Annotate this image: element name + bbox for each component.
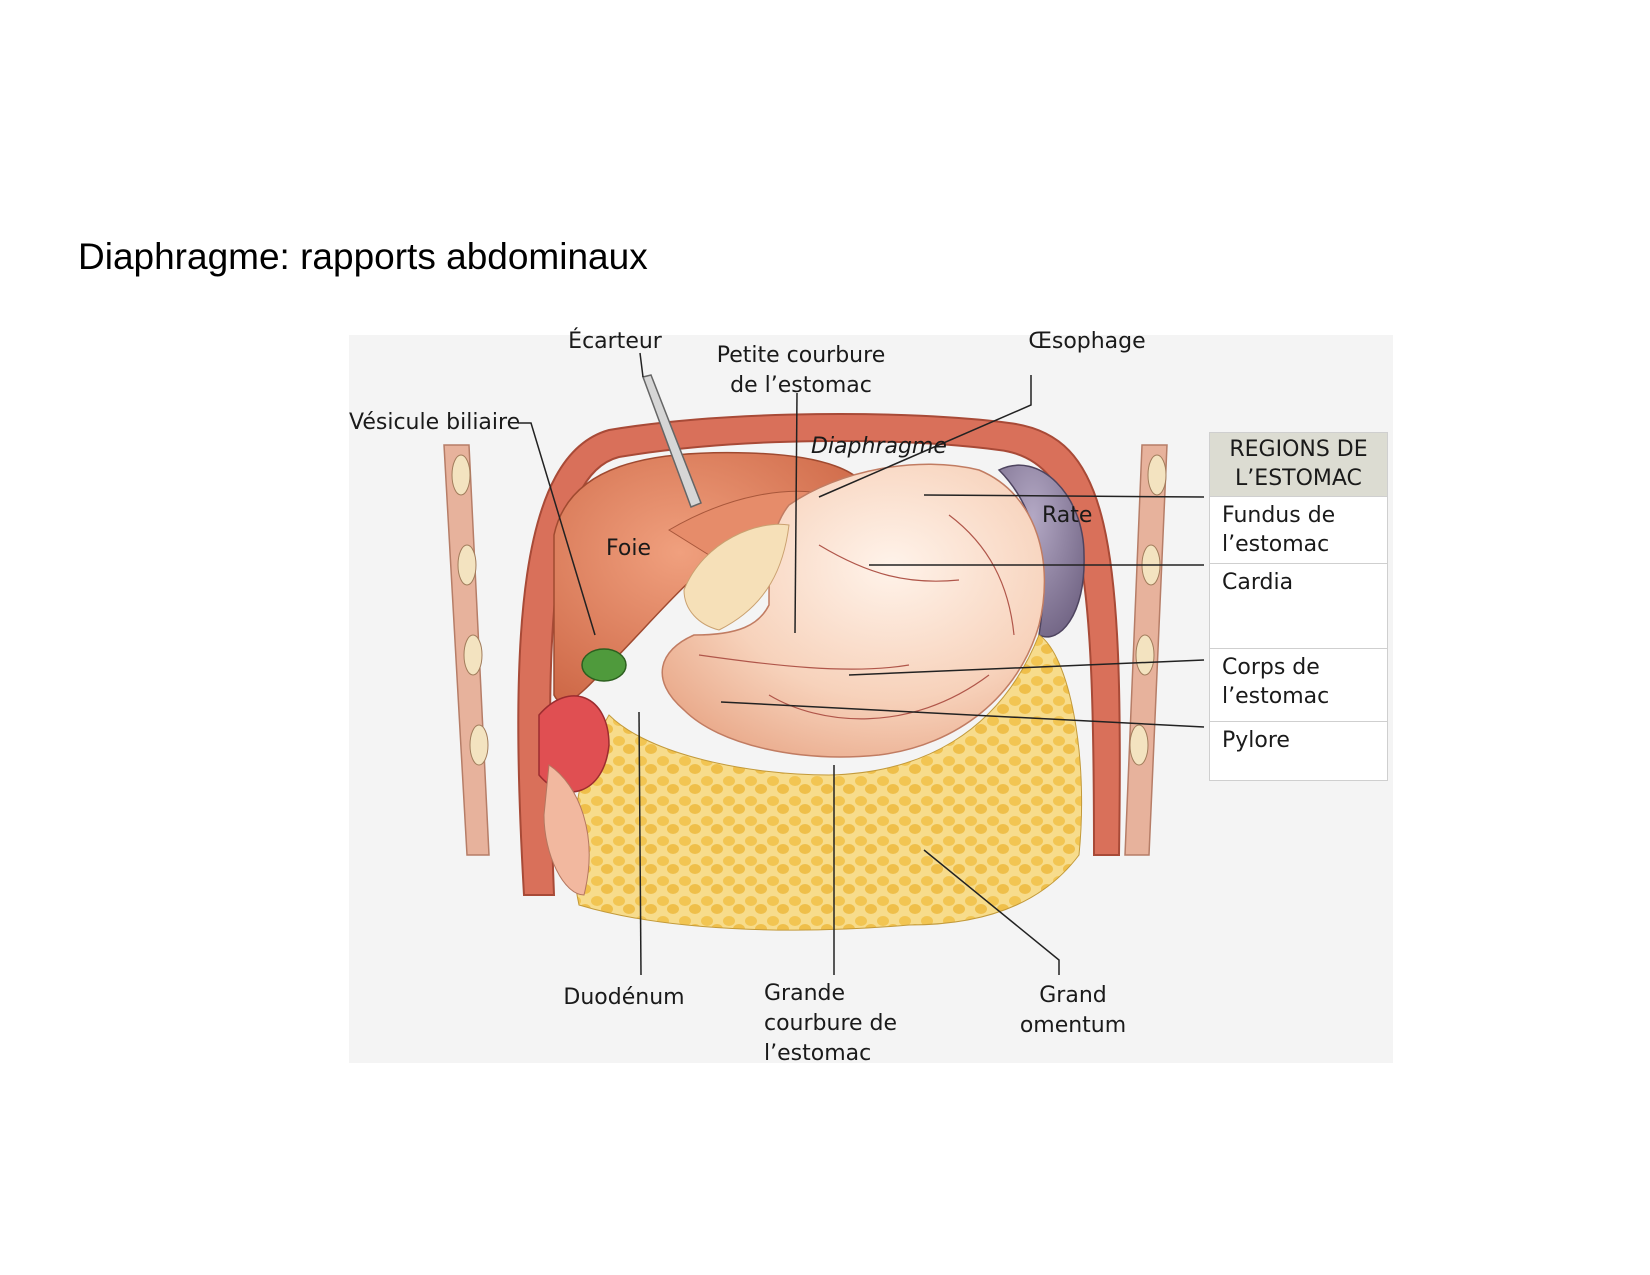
gallbladder xyxy=(581,648,627,682)
regions-table-header: REGIONS DE L’ESTOMAC xyxy=(1210,433,1387,496)
label-ecarteur: Écarteur xyxy=(568,329,662,354)
region-corps: Corps de l’estomac xyxy=(1210,648,1387,721)
label-duodenum: Duodénum xyxy=(563,985,685,1010)
anatomy-figure: Écarteur Petite courbure de l’estomac Œs… xyxy=(349,329,1393,1066)
anatomy-illustration xyxy=(443,352,1205,976)
lesser-omentum xyxy=(683,523,790,631)
label-diaphragme: Diaphragme xyxy=(811,434,947,459)
region-fundus: Fundus de l’estomac xyxy=(1210,496,1387,563)
body-wall-left xyxy=(443,444,490,856)
regions-table: REGIONS DE L’ESTOMAC Fundus de l’estomac… xyxy=(1209,432,1388,781)
slide-title: Diaphragme: rapports abdominaux xyxy=(78,236,648,277)
label-foie: Foie xyxy=(606,536,651,561)
label-grande-courbure: Grande courbure de l’estomac xyxy=(764,981,898,1066)
stomach xyxy=(661,463,1046,758)
label-vesicule-biliaire: Vésicule biliaire xyxy=(349,410,521,435)
label-rate: Rate xyxy=(1042,503,1093,528)
label-oesophage: Œsophage xyxy=(1028,329,1146,354)
region-cardia: Cardia xyxy=(1210,563,1387,648)
label-grand-omentum: Grand omentum xyxy=(1019,983,1127,1038)
duodenum-loop xyxy=(543,764,590,896)
body-wall-right xyxy=(1124,444,1168,856)
label-petite-courbure: Petite courbure de l’estomac xyxy=(716,343,886,398)
leader-lines xyxy=(518,352,1205,976)
diaphragm-dome xyxy=(517,413,1121,896)
region-pylore: Pylore xyxy=(1210,721,1387,780)
greater-omentum xyxy=(572,634,1083,931)
retractor xyxy=(642,374,702,508)
